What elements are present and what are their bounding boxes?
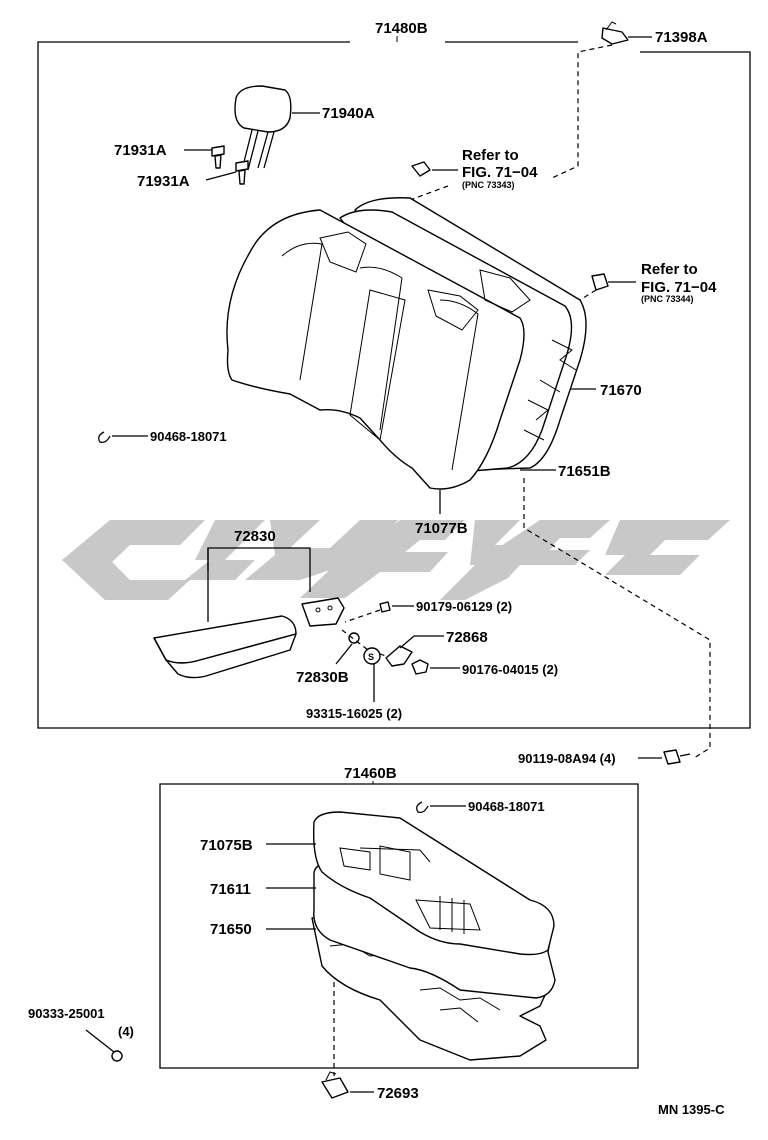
label-hinge: 72868 <box>446 629 488 646</box>
label-cover: 71077B <box>415 520 468 537</box>
label-screw: 90333-25001 <box>28 1006 105 1021</box>
label-clip-bottom: 72693 <box>377 1085 419 1102</box>
plug-icon: S <box>363 647 381 665</box>
label-frame: 71670 <box>600 382 642 399</box>
label-screw-qty: (4) <box>118 1024 134 1039</box>
clip-bottom-icon <box>321 1071 349 1099</box>
refer-2-line1: Refer to <box>641 261 698 278</box>
label-bolt-2: 90119-08A94 (4) <box>518 751 616 766</box>
cushion-icon <box>311 811 556 1061</box>
nut-icon <box>411 659 429 675</box>
label-hog-ring-top: 90468-18071 <box>150 429 227 444</box>
bolt-icon <box>379 601 391 613</box>
refer-1-line2: FIG. 71−04 <box>462 164 538 181</box>
clip-small-icon <box>411 161 431 177</box>
refer-2-pnc: (PNC 73344) <box>641 294 694 304</box>
label-cushion-pad: 71611 <box>210 881 251 898</box>
hog-ring-icon-2 <box>416 801 429 814</box>
svg-text:S: S <box>368 652 374 662</box>
headrest-icon <box>234 85 292 171</box>
refer-1-line1: Refer to <box>462 147 519 164</box>
label-hog-ring-bottom: 90468-18071 <box>468 799 545 814</box>
label-cushion-cover: 71075B <box>200 837 253 854</box>
label-bottom-assembly: 71460B <box>344 765 397 782</box>
support-icon <box>211 145 249 185</box>
watermark-logo <box>62 520 730 600</box>
label-armrest: 72830 <box>234 528 276 545</box>
screw-icon <box>85 1029 123 1062</box>
label-cushion-frame: 71650 <box>210 921 252 938</box>
label-top-assembly: 71480B <box>375 20 428 37</box>
bolt-icon-2 <box>663 749 691 765</box>
label-bolt-1: 90179-06129 (2) <box>416 599 512 614</box>
label-pad: 71651B <box>558 463 611 480</box>
label-support-a: 71931A <box>114 142 167 159</box>
label-support-b: 71931A <box>137 173 190 190</box>
armrest-icon <box>153 597 345 679</box>
label-armrest-b: 72830B <box>296 669 349 686</box>
refer-2-line2: FIG. 71−04 <box>641 279 717 296</box>
refer-1-pnc: (PNC 73343) <box>462 180 515 190</box>
clip-small-icon-2 <box>591 273 609 291</box>
label-headrest: 71940A <box>322 105 375 122</box>
label-nut: 90176-04015 (2) <box>462 662 558 677</box>
label-clip-top: 71398A <box>655 29 708 46</box>
hog-ring-icon <box>98 431 111 444</box>
hinge-icon <box>385 645 413 667</box>
bushing-icon <box>348 632 360 644</box>
clip-icon <box>601 21 629 45</box>
label-plug: 93315-16025 (2) <box>306 706 402 721</box>
seatback-icon <box>226 197 587 490</box>
reference-code: MN 1395-C <box>658 1102 725 1117</box>
